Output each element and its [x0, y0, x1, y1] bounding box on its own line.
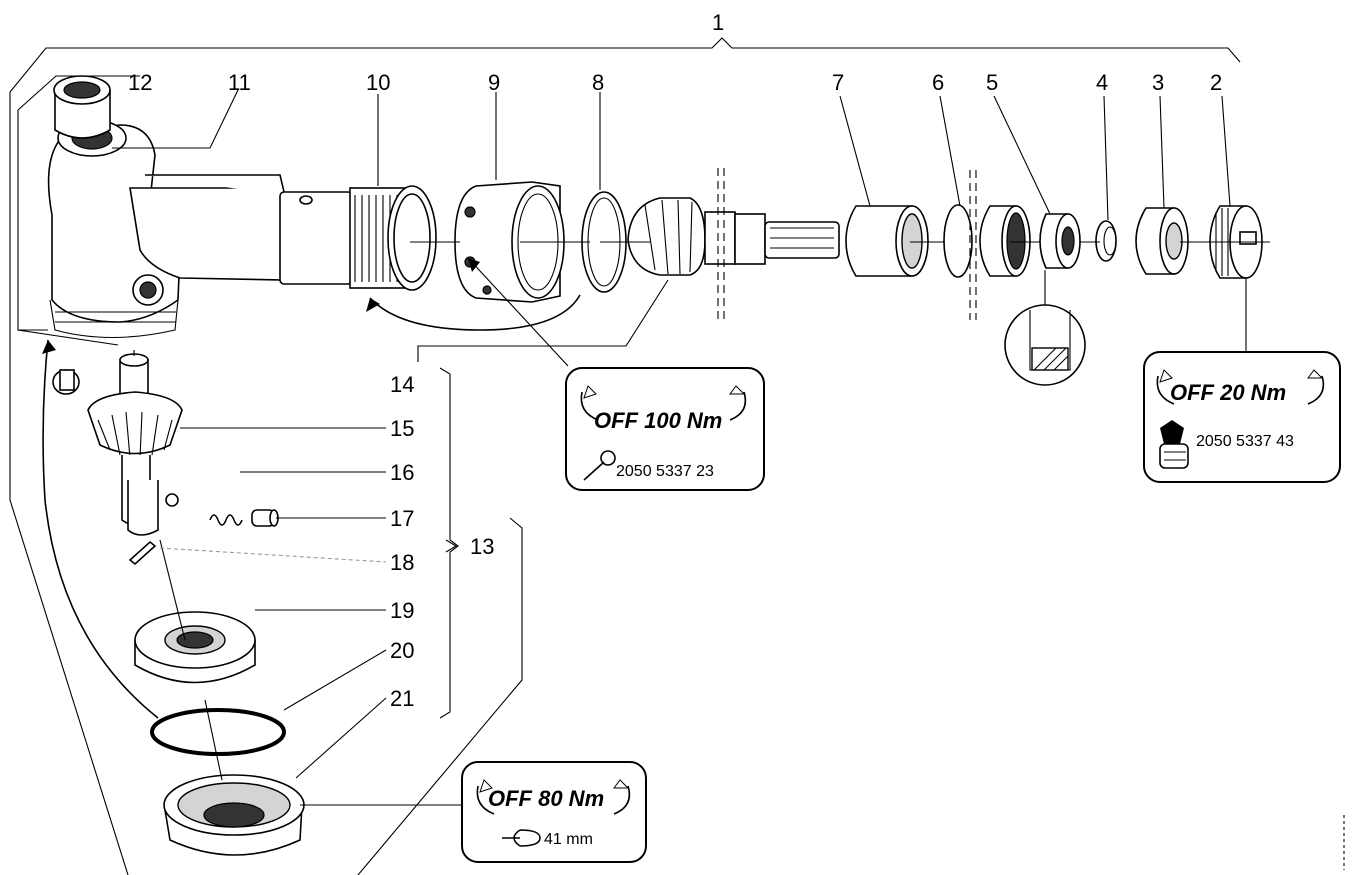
torque-box-80nm-tool: 41 mm: [544, 831, 593, 848]
rotation-arrow: [369, 294, 581, 331]
sleeve-6: [943, 170, 1031, 320]
vertical-axis: [133, 350, 223, 781]
callout-9: 9: [488, 70, 500, 95]
torque-box-20nm-title: OFF 20 Nm: [1170, 380, 1286, 405]
torque-box-20nm: OFF 20 Nm 2050 5337 43: [1143, 351, 1341, 483]
hand-spanner-icon: [1159, 420, 1189, 469]
left-outline-line: [9, 92, 129, 875]
callout-18: 18: [390, 550, 414, 575]
assembly-arrow: [42, 339, 159, 719]
bearing-5: [1039, 213, 1081, 269]
needle-bearing-7: [845, 205, 929, 277]
torque-box-80nm-title: OFF 80 Nm: [488, 786, 604, 811]
detail-circle-5: [1004, 304, 1086, 386]
ball-bearing-3: [1135, 207, 1189, 275]
group-13-bracket: [439, 367, 459, 719]
callout-10: 10: [366, 70, 390, 95]
callout-13: 13: [470, 534, 494, 559]
torque-box-80nm: OFF 80 Nm 41 mm: [461, 761, 647, 863]
pin-18: [128, 540, 157, 566]
cap-nut-21: [163, 774, 305, 856]
callout-16: 16: [390, 460, 414, 485]
torque-box-20nm-tool: 2050 5337 43: [1196, 433, 1294, 450]
spring-16: [209, 514, 243, 526]
plunger-17: [251, 509, 279, 527]
torque-box-100nm-title: OFF 100 Nm: [594, 408, 722, 433]
screw-12: [52, 369, 80, 395]
washer-4: [1095, 220, 1117, 262]
group-1-bracket: [9, 37, 1241, 93]
bushing-11: [53, 75, 111, 139]
callout-6: 6: [932, 70, 944, 95]
callout-19: 19: [390, 598, 414, 623]
callout-11: 11: [228, 70, 251, 95]
torque-box-100nm: OFF 100 Nm 2050 5337 23: [565, 367, 765, 491]
torque-wrench-icon: [583, 450, 616, 481]
bearing-19: [134, 611, 256, 684]
leader-lines: [112, 89, 1247, 806]
callout-3: 3: [1152, 70, 1164, 95]
callout-2: 2: [1210, 70, 1222, 95]
loosen-arrow-right-icon: [1307, 375, 1325, 405]
loosen-arrow-right-icon: [729, 391, 747, 421]
callout-7: 7: [832, 70, 844, 95]
callout-17: 17: [390, 506, 414, 531]
group-14-leader: [417, 279, 669, 362]
angle-head-housing: [47, 119, 437, 339]
pinion-shaft: [627, 168, 840, 320]
callout-4: 4: [1096, 70, 1108, 95]
loosen-arrow-left-icon: [1156, 375, 1175, 405]
callout-20: 20: [390, 638, 414, 663]
tighten-arrow-left-icon: [476, 785, 495, 815]
group-12-bracket: [17, 75, 140, 111]
callout-12: 12: [128, 70, 152, 95]
callout-5: 5: [986, 70, 998, 95]
callout-21: 21: [390, 686, 414, 711]
open-wrench-icon: [502, 829, 541, 847]
callout-14: 14: [390, 372, 414, 397]
callout-15: 15: [390, 416, 414, 441]
loosen-arrow-left-icon: [580, 391, 599, 421]
callout-1: 1: [712, 10, 724, 35]
tighten-arrow-right-icon: [613, 785, 631, 815]
callout-8: 8: [592, 70, 604, 95]
bevel-gear-15: [87, 353, 183, 536]
torque-box-100nm-tool: 2050 5337 23: [616, 463, 714, 480]
o-ring-20: [150, 708, 286, 756]
group-13-line: [357, 517, 523, 875]
